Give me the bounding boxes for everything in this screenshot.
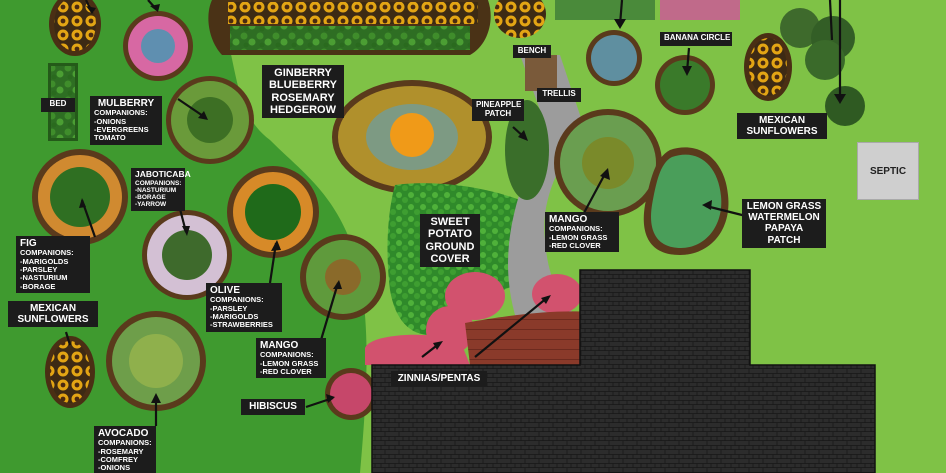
mulberry-item: TOMATO — [94, 133, 126, 143]
hedgerow-line-4: HEDGEROW — [270, 103, 336, 116]
olive-item: -STRAWBERRIES — [210, 320, 273, 330]
avocado-title: AVOCADO — [98, 428, 149, 439]
olive-title: OLIVE — [210, 285, 241, 296]
jaboticaba-label: JABOTICABA COMPANIONS: -NASTURIUM -BORAG… — [131, 168, 191, 211]
mulberry-heading: COMPANIONS: — [94, 108, 148, 118]
mango-right-title: MANGO — [549, 214, 588, 225]
banana-circle-text: BANANA CIRCLE — [664, 33, 731, 42]
fig-item: -BORAGE — [20, 281, 56, 291]
fig-heading: COMPANIONS: — [20, 248, 74, 258]
msr-line-2: SUNFLOWERS — [746, 126, 818, 138]
avocado-item: -ONIONS — [98, 463, 131, 473]
hedgerow-line-2: BLUEBERRY — [268, 79, 338, 92]
sp-line-4: COVER — [430, 252, 470, 265]
mango-right-item: -LEMON GRASS — [549, 232, 608, 242]
banana-circle-label: BANANA CIRCLE — [660, 32, 732, 46]
mango-bottom-heading: COMPANIONS: — [260, 350, 314, 360]
sweet-potato-label: SWEET POTATO GROUND COVER — [420, 214, 480, 268]
msl-line-2: SUNFLOWERS — [17, 314, 89, 326]
mulberry-title: MULBERRY — [97, 98, 155, 109]
bench-label: BENCH — [513, 45, 551, 58]
bench-text: BENCH — [517, 46, 547, 55]
lemongrass-patch-label: LEMON GRASS WATERMELON PAPAYA PATCH — [742, 199, 826, 248]
zinnias-label: ZINNIAS/PENTAS — [391, 371, 487, 387]
avocado-item: -ROSEMARY — [98, 446, 144, 456]
jaboticaba-title: JABOTICABA — [135, 169, 191, 179]
septic-text: SEPTIC — [869, 165, 907, 177]
hedgerow-line-1: GINBERRY — [274, 67, 332, 79]
hedgerow-line-3: ROSEMARY — [271, 91, 335, 104]
pineapple-line-2: PATCH — [484, 108, 512, 118]
mango-right-label: MANGO COMPANIONS: -LEMON GRASS -RED CLOV… — [545, 212, 619, 253]
pineapple-line-1: PINEAPPLE — [476, 100, 522, 109]
mango-bottom-title: MANGO — [260, 340, 299, 351]
olive-item: -MARIGOLDS — [210, 311, 259, 321]
bed-label: BED — [41, 98, 75, 112]
olive-item: -PARSLEY — [210, 303, 248, 313]
hedgerow-label: GINBERRY BLUEBERRY ROSEMARY HEDGEROW — [262, 65, 344, 119]
mulberry-item: -EVERGREENS — [94, 124, 149, 134]
mango-bottom-item: -LEMON GRASS — [260, 358, 319, 368]
olive-heading: COMPANIONS: — [210, 295, 264, 305]
olive-label: OLIVE COMPANIONS: -PARSLEY -MARIGOLDS -S… — [206, 283, 282, 332]
mango-right-heading: COMPANIONS: — [549, 224, 603, 234]
fig-item: -MARIGOLDS — [20, 256, 69, 266]
mango-right-item: -RED CLOVER — [549, 240, 601, 250]
mango-bottom-item: -RED CLOVER — [260, 366, 312, 376]
fig-item: -NASTURIUM — [20, 273, 68, 283]
mulberry-item: -ONIONS — [94, 116, 127, 126]
sp-line-2: POTATO — [428, 228, 472, 241]
mexican-sunflowers-right-label: MEXICAN SUNFLOWERS — [737, 113, 827, 140]
mexican-sunflowers-left-label: MEXICAN SUNFLOWERS — [8, 301, 98, 328]
avocado-label: AVOCADO COMPANIONS: -ROSEMARY -COMFREY -… — [94, 426, 156, 473]
msr-line-1: MEXICAN — [758, 115, 806, 126]
avocado-heading: COMPANIONS: — [98, 438, 152, 448]
hibiscus-text: HIBISCUS — [249, 401, 297, 412]
sp-line-3: GROUND — [425, 240, 475, 253]
bed-text: BED — [49, 99, 67, 108]
septic-pad: SEPTIC — [857, 142, 919, 200]
lg-line-3: PAPAYA — [764, 223, 804, 235]
lg-line-4: PATCH — [767, 234, 801, 246]
mango-bottom-label: MANGO COMPANIONS: -LEMON GRASS -RED CLOV… — [256, 338, 326, 379]
hibiscus-label: HIBISCUS — [241, 399, 305, 415]
zinnias-text: ZINNIAS/PENTAS — [397, 373, 481, 384]
lg-line-1: LEMON GRASS — [746, 201, 822, 212]
fig-label: FIG COMPANIONS: -MARIGOLDS -PARSLEY -NAS… — [16, 236, 90, 294]
jaboticaba-heading: COMPANIONS: — [135, 179, 182, 187]
sp-line-1: SWEET — [430, 216, 470, 228]
trellis-text: TRELLIS — [542, 89, 576, 98]
jaboticaba-item: -YARROW — [135, 201, 167, 209]
msl-line-1: MEXICAN — [29, 303, 77, 314]
avocado-item: -COMFREY — [98, 454, 138, 464]
lg-line-2: WATERMELON — [748, 212, 820, 224]
mulberry-label: MULBERRY COMPANIONS: -ONIONS -EVERGREENS… — [90, 96, 162, 145]
jaboticaba-item: -BORAGE — [135, 194, 166, 202]
fig-item: -PARSLEY — [20, 264, 58, 274]
fig-title: FIG — [20, 238, 37, 249]
pineapple-label: PINEAPPLE PATCH — [472, 99, 524, 121]
jaboticaba-item: -NASTURIUM — [135, 186, 177, 194]
trellis-label: TRELLIS — [537, 88, 581, 102]
